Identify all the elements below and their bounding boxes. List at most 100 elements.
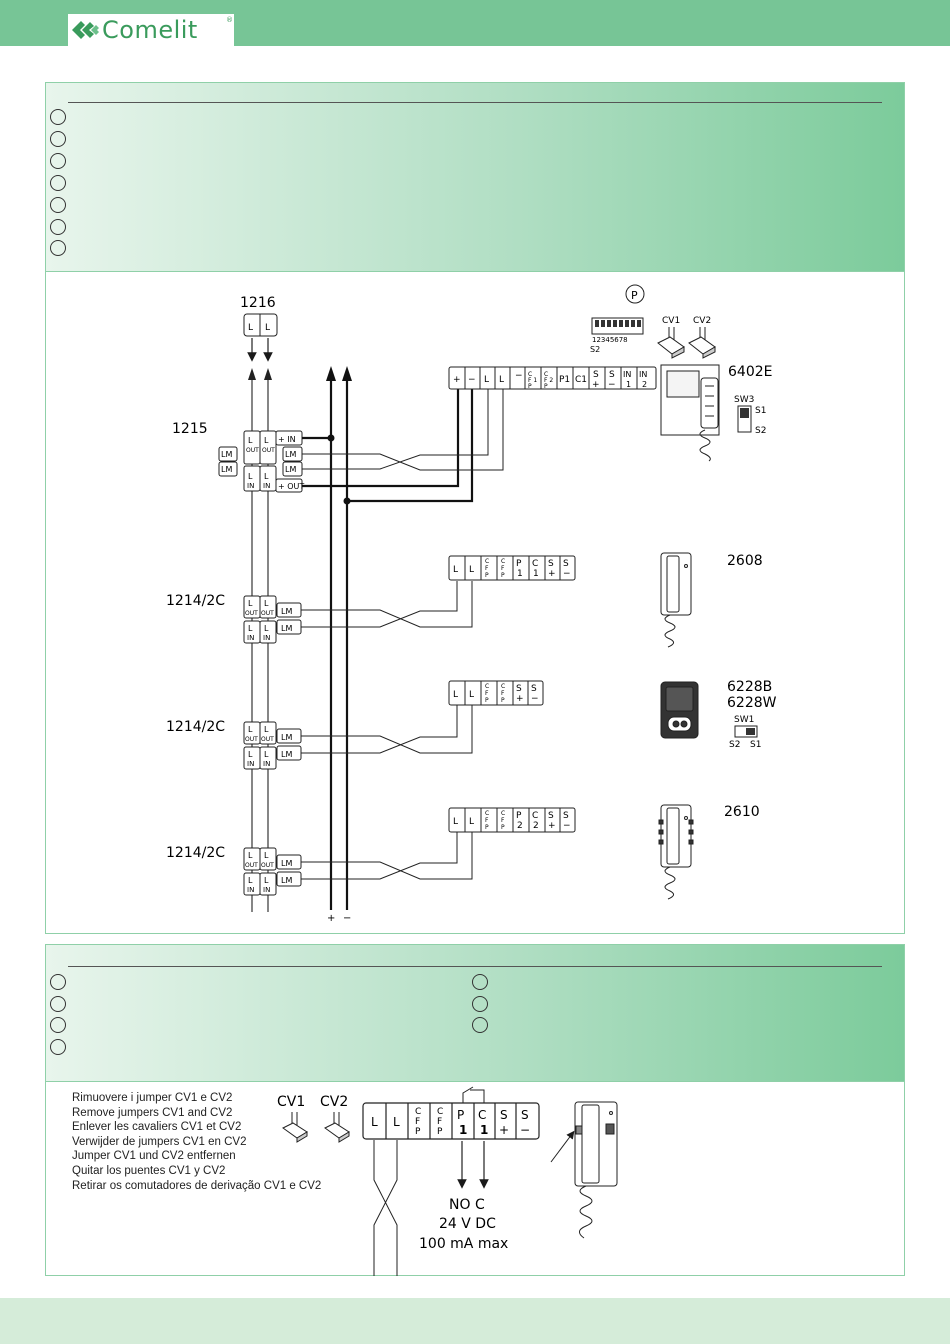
model-1214b-label: 1214/2C [166,719,225,735]
cv2-label: CV2 [693,316,711,326]
language-circle [50,175,66,191]
svg-text:L: L [248,436,253,445]
svg-text:F 1: F 1 [528,377,537,384]
svg-text:L: L [264,436,269,445]
svg-text:P1: P1 [559,375,570,385]
svg-text:L: L [453,690,458,700]
instruction-line: Rimuovere i jumper CV1 e CV2 [72,1092,233,1104]
svg-text:L: L [248,876,253,885]
sw1-switch [734,725,758,738]
svg-text:L: L [371,1115,378,1129]
relay-no-c-label: NO C [449,1197,485,1213]
svg-text:OUT: OUT [246,447,259,454]
instruction-line: Remove jumpers CV1 and CV2 [72,1106,233,1119]
svg-text:L: L [264,876,269,885]
svg-text:LM: LM [285,450,296,459]
svg-text:LM: LM [281,624,292,633]
handset-2608-icon [660,552,692,648]
svg-text:C: C [501,683,505,690]
language-circle [50,131,66,147]
svg-text:L: L [484,375,489,385]
svg-text:+: + [516,694,524,704]
svg-text:L: L [248,750,253,759]
cv2-label: CV2 [320,1094,348,1110]
svg-text:S: S [516,684,522,694]
svg-text:LM: LM [221,465,232,474]
svg-text:IN: IN [263,482,270,490]
svg-text:LM: LM [281,750,292,759]
svg-text:L: L [499,375,504,385]
svg-text:L: L [248,599,253,608]
svg-text:1: 1 [626,380,631,389]
svg-text:L: L [248,472,253,481]
svg-text:S: S [500,1108,508,1122]
svg-text:C: C [485,683,489,690]
bus-plus-label: + [327,913,335,924]
terminal-l: L [265,323,270,333]
instruction-line: Quitar los puentes CV1 y CV2 [72,1164,226,1177]
section-1-rule [68,102,882,103]
brand-name: Comelit [102,16,198,44]
svg-text:+: + [592,380,600,390]
pointer-arrow-icon [550,1130,575,1163]
svg-text:F: F [485,817,489,824]
svg-text:OUT: OUT [262,447,275,454]
section-2-rule [68,966,882,967]
svg-text:S: S [548,811,554,821]
junction-dot [343,497,351,505]
instruction-line: Retirar os comutadores de derivação CV1 … [72,1179,322,1192]
dip-s2-label: S2 [590,345,600,354]
svg-text:L: L [453,817,458,827]
programming-badge [625,284,645,304]
sw1-s1-label: S1 [750,740,761,750]
svg-text:P: P [437,1127,443,1137]
relay-current-label: 100 mA max [419,1236,508,1252]
svg-text:S: S [531,684,537,694]
svg-text:F: F [501,690,505,697]
junction-dot [327,434,335,442]
arrow-up-icon [264,368,272,380]
svg-text:P: P [485,697,489,704]
svg-text:S: S [563,559,569,569]
svg-text:−: − [608,380,616,390]
power-bus [329,378,349,910]
svg-text:IN: IN [263,634,270,642]
language-circle [50,109,66,125]
crossover-wires [373,1140,398,1276]
sw3-switch [737,405,752,433]
comelit-mark-icon [72,21,99,39]
language-circle [50,974,66,990]
svg-text:IN: IN [247,482,254,490]
svg-text:S: S [521,1108,529,1122]
svg-text:C: C [437,1107,443,1117]
sw1-label: SW1 [734,715,754,725]
svg-text:C: C [485,558,489,565]
svg-text:P: P [501,697,505,704]
handset-detail-icon [574,1101,618,1239]
model-1214c-label: 1214/2C [166,845,225,861]
sw3-s2-label: S2 [755,426,766,436]
svg-text:OUT: OUT [245,736,258,743]
arrow-up-icon [342,366,352,381]
svg-text:1: 1 [480,1123,488,1137]
language-circle [50,153,66,169]
language-circle [50,1039,66,1055]
section-2-header [45,944,905,1082]
language-circle [50,996,66,1012]
svg-text:LM: LM [281,859,292,868]
model-1216-label: 1216 [240,295,276,311]
svg-text:IN: IN [247,886,254,894]
svg-text:+ OUT: + OUT [278,482,304,491]
svg-text:OUT: OUT [261,736,274,743]
handset-2610-icon [658,804,694,900]
svg-text:IN: IN [623,370,631,379]
language-circle [50,1017,66,1033]
svg-text:P: P [516,559,522,569]
